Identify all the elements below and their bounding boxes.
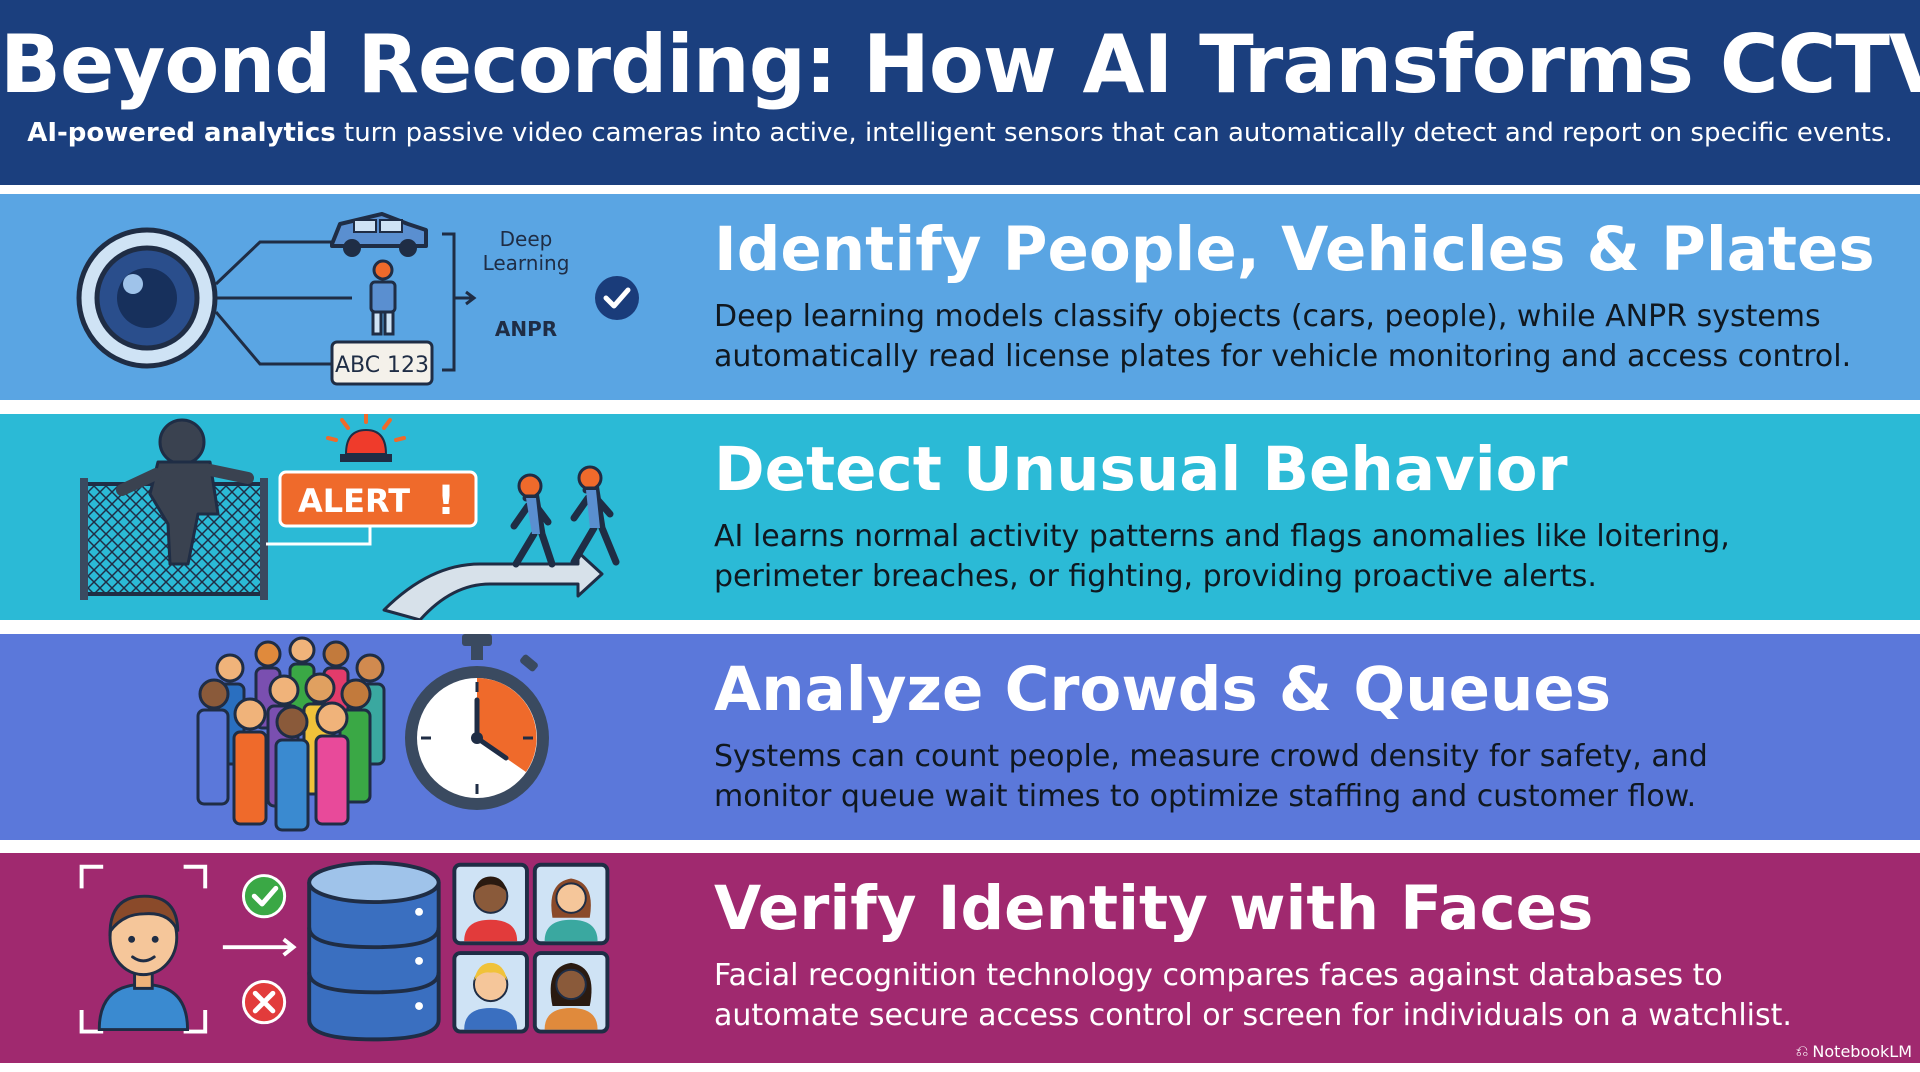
section-heading: Analyze Crowds & Queues [714, 654, 1612, 725]
section-verify-text: Verify Identity with Faces Facial recogn… [714, 875, 1894, 1035]
section-body-line: Facial recognition technology compares f… [714, 958, 1723, 994]
section-analyze-text: Analyze Crowds & Queues Systems can coun… [714, 656, 1894, 816]
watermark: ⎌ NotebookLM [1796, 1041, 1912, 1061]
section-body: Systems can count people, measure crowd … [714, 737, 1894, 816]
analyze-illustration [196, 634, 549, 832]
alert-text: ALERT [298, 482, 410, 520]
label-anpr: ANPR [495, 317, 557, 341]
face-scan-icon [79, 864, 208, 1034]
subtitle-text: turn passive video cameras into active, … [335, 118, 1893, 148]
alert-exclamation: ! [437, 478, 455, 524]
database-icon [307, 860, 441, 1042]
section-verify: Verify Identity with Faces Facial recogn… [0, 853, 1920, 1063]
intruder-icon [116, 418, 254, 566]
section-body-line: automate secure access control or screen… [714, 997, 1792, 1033]
crowd-icon [196, 636, 386, 832]
detect-illustration: ALERT ! [80, 414, 620, 620]
section-heading: Detect Unusual Behavior [714, 434, 1568, 505]
plate-text: ABC 123 [335, 353, 429, 378]
section-body-line: perimeter breaches, or fighting, providi… [714, 558, 1597, 594]
section-body-line: automatically read license plates for ve… [714, 338, 1852, 374]
label-learning: Learning [483, 251, 570, 275]
siren-icon [326, 414, 406, 462]
section-analyze: Analyze Crowds & Queues Systems can coun… [0, 634, 1920, 840]
section-heading: Verify Identity with Faces [714, 873, 1594, 944]
alert-badge: ALERT ! [278, 470, 478, 528]
subtitle-emphasis: AI-powered analytics [27, 118, 336, 148]
header-banner: Beyond Recording: How AI Transforms CCTV… [0, 0, 1920, 185]
check-icon [595, 276, 639, 320]
camera-icon [76, 227, 218, 369]
path-arrow-icon [382, 550, 604, 620]
verify-illustration [79, 860, 610, 1042]
stopwatch-icon [405, 634, 549, 810]
section-body-line: Systems can count people, measure crowd … [714, 739, 1708, 775]
notebooklm-logo-icon: ⎌ [1795, 1041, 1809, 1060]
check-icon [241, 874, 287, 919]
section-heading: Identify People, Vehicles & Plates [714, 214, 1875, 285]
person-icon [369, 259, 397, 336]
walking-people-icon [510, 465, 620, 568]
page-title: Beyond Recording: How AI Transforms CCTV [0, 18, 1920, 111]
label-deep: Deep [500, 227, 553, 251]
section-body-line: Deep learning models classify objects (c… [714, 299, 1821, 335]
face-gallery-icon [452, 862, 610, 1034]
section-identify-text: Identify People, Vehicles & Plates Deep … [714, 216, 1894, 376]
section-detect: ALERT ! Detect Unusual Behavior AI [0, 414, 1920, 620]
section-body-line: monitor queue wait times to optimize sta… [714, 778, 1697, 814]
watermark-text: NotebookLM [1812, 1041, 1912, 1061]
section-body-line: AI learns normal activity patterns and f… [714, 519, 1730, 555]
section-body: Facial recognition technology compares f… [714, 956, 1894, 1035]
section-detect-text: Detect Unusual Behavior AI learns normal… [714, 436, 1894, 596]
section-identify: ABC 123 Deep Learning ANPR Identify Peop… [0, 194, 1920, 400]
section-body: Deep learning models classify objects (c… [714, 297, 1894, 376]
license-plate-icon: ABC 123 [330, 340, 434, 386]
identify-illustration: ABC 123 Deep Learning ANPR [76, 212, 639, 386]
page-subtitle: AI-powered analytics turn passive video … [0, 118, 1920, 148]
section-body: AI learns normal activity patterns and f… [714, 517, 1894, 596]
cross-icon [241, 980, 287, 1025]
car-icon [330, 212, 428, 257]
